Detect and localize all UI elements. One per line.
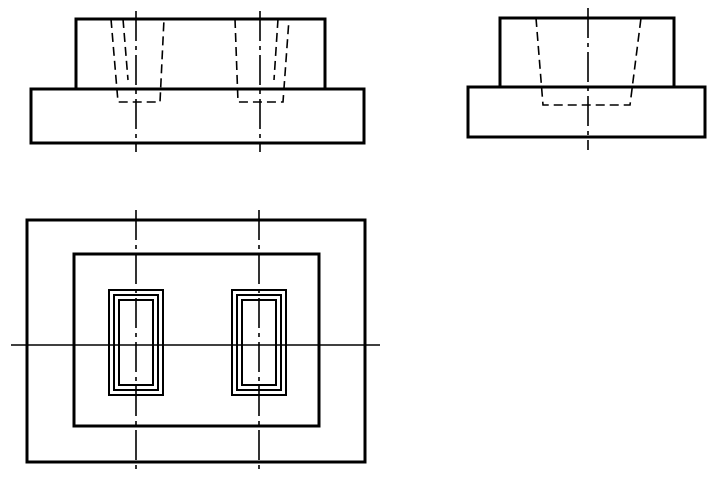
top-view-base-outline xyxy=(25,218,367,464)
front-view-boss-outline xyxy=(74,17,327,91)
side-view-boss-outline xyxy=(498,16,676,89)
top-view xyxy=(11,210,380,472)
front-view xyxy=(29,11,366,152)
top-view-boss-outline xyxy=(72,252,321,428)
side-view xyxy=(466,8,707,150)
side-view-base-outline xyxy=(466,85,707,139)
front-view-hidden-slot-left xyxy=(110,18,165,103)
front-view-base-outline xyxy=(29,87,366,145)
side-view-hidden-slot xyxy=(535,17,642,106)
